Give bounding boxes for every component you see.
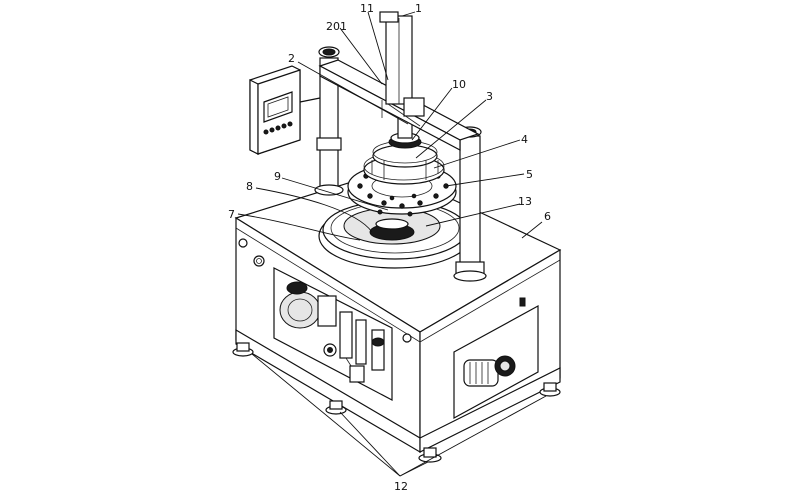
feet [232,342,561,463]
leader-lines [237,11,547,477]
right-compartment [453,297,539,420]
callout-9: 9 [274,170,281,183]
callout-8: 8 [246,180,253,193]
callout-6: 6 [544,210,551,223]
callout-5: 5 [526,168,533,181]
callout-12: 12 [394,480,408,493]
callout-10: 10 [452,78,466,91]
callout-4: 4 [521,133,528,146]
left-compartment [273,267,393,401]
ring-stack [363,115,445,185]
callout-2: 2 [288,52,295,65]
left-column [314,46,344,196]
callout-11: 11 [360,2,374,15]
cabinet-knobs [238,238,412,343]
control-box [249,65,321,155]
linear-module [379,11,425,127]
callout-201: 201 [326,20,347,33]
callout-13: 13 [518,195,532,208]
right-column [453,126,487,282]
callout-7: 7 [228,208,235,221]
callout-1: 1 [415,2,422,15]
callout-labels: 1 11 201 2 10 3 4 5 9 8 13 6 7 12 [228,2,551,493]
callout-3: 3 [486,90,493,103]
